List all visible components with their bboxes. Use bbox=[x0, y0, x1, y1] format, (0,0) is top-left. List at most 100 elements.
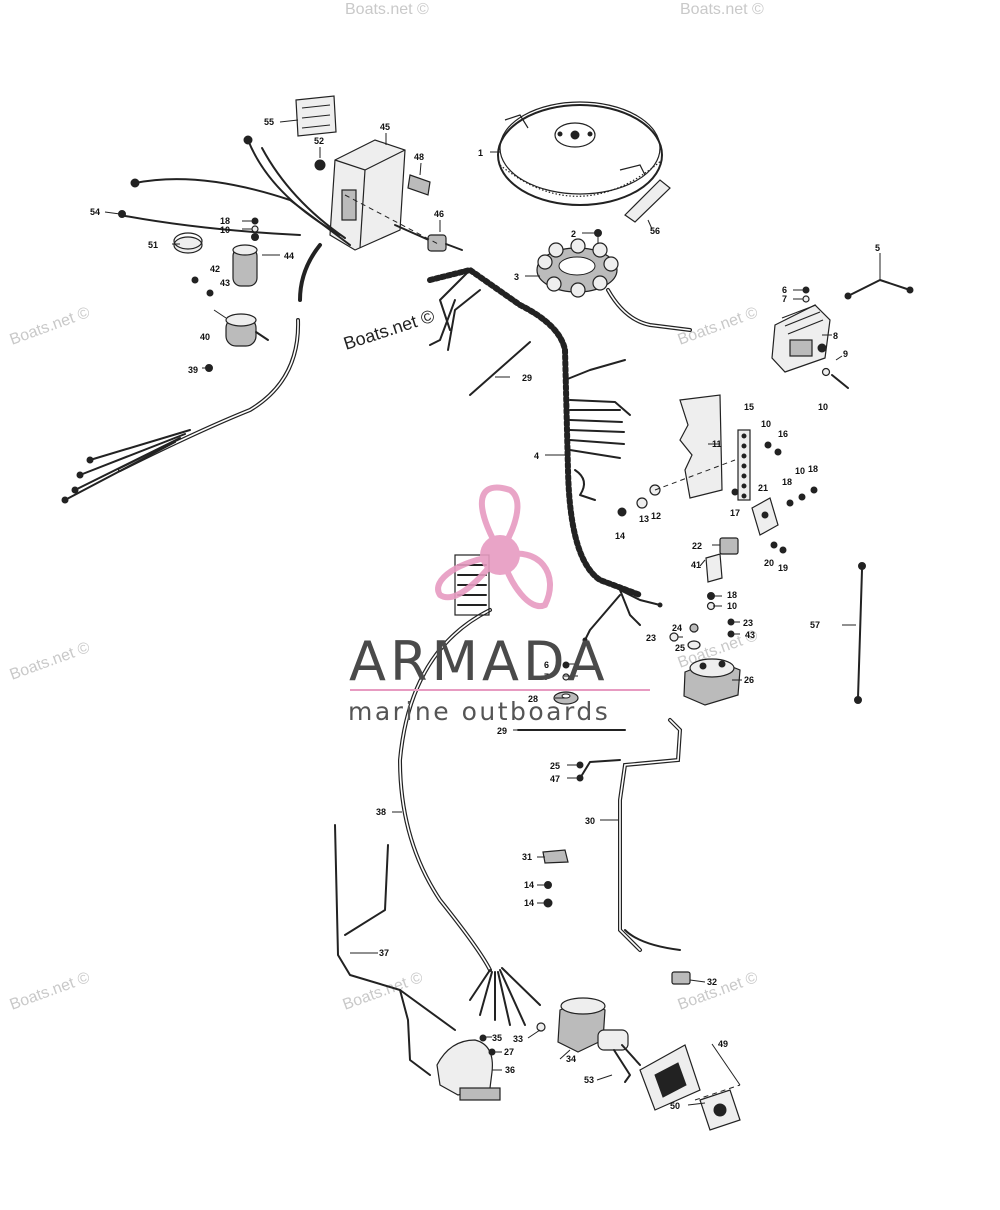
terminal-17 bbox=[731, 488, 739, 496]
callout-14: 14 bbox=[524, 898, 534, 908]
ground-lead-5 bbox=[844, 260, 914, 300]
ring-51 bbox=[173, 232, 203, 254]
callout-45: 45 bbox=[380, 122, 390, 132]
callout-14: 14 bbox=[615, 531, 625, 541]
watermark-text: Boats.net © bbox=[8, 304, 93, 349]
callout-46: 46 bbox=[434, 209, 444, 219]
rectifier-8 bbox=[771, 304, 831, 373]
washers-23-24-25 bbox=[669, 623, 701, 650]
screw-9-washer-10 bbox=[821, 367, 849, 389]
callout-21: 21 bbox=[758, 483, 768, 493]
callout-labels: 1 2 3 4 5 6 6 7 7 8 9 10 10 10 10 10 11 … bbox=[90, 117, 880, 1111]
plate-49 bbox=[639, 1044, 701, 1111]
hardware-25-47 bbox=[576, 761, 584, 782]
coil-44 bbox=[232, 244, 258, 287]
callout-33: 33 bbox=[513, 1034, 523, 1044]
callout-52: 52 bbox=[314, 136, 324, 146]
callout-34: 34 bbox=[566, 1054, 576, 1064]
callout-10: 10 bbox=[818, 402, 828, 412]
callout-23: 23 bbox=[646, 633, 656, 643]
armada-logo: ARMADA marine outboards bbox=[348, 484, 650, 726]
flywheel bbox=[497, 101, 663, 206]
key-switch-34 bbox=[557, 997, 629, 1053]
main-cable-38 bbox=[397, 608, 492, 972]
callout-22: 22 bbox=[692, 541, 702, 551]
callout-10: 10 bbox=[220, 225, 230, 235]
watermark-text: Boats.net © bbox=[345, 1, 429, 18]
callout-4: 4 bbox=[534, 451, 539, 461]
callout-28: 28 bbox=[528, 694, 538, 704]
lead-37 bbox=[334, 824, 456, 1076]
callout-19: 19 bbox=[778, 563, 788, 573]
callout-7: 7 bbox=[544, 672, 549, 682]
callout-2: 2 bbox=[571, 229, 576, 239]
cable-57 bbox=[854, 562, 866, 704]
callout-6: 6 bbox=[782, 285, 787, 295]
callout-39: 39 bbox=[188, 365, 198, 375]
callout-31: 31 bbox=[522, 852, 532, 862]
screw-52 bbox=[314, 159, 326, 171]
propeller-icon bbox=[435, 484, 553, 610]
callout-24: 24 bbox=[672, 623, 682, 633]
watermark-text: Boats.net © bbox=[680, 1, 764, 18]
callout-48: 48 bbox=[414, 152, 424, 162]
callout-14: 14 bbox=[524, 880, 534, 890]
boot-22 bbox=[719, 537, 739, 555]
callout-10: 10 bbox=[795, 466, 805, 476]
callout-29: 29 bbox=[522, 373, 532, 383]
callout-25: 25 bbox=[675, 643, 685, 653]
decal-55 bbox=[295, 95, 337, 137]
watermark-text: Boats.net © bbox=[676, 304, 761, 349]
callout-26: 26 bbox=[744, 675, 754, 685]
battery-cable-harness bbox=[61, 243, 322, 504]
callout-18: 18 bbox=[782, 477, 792, 487]
bolt-23-43 bbox=[727, 618, 735, 638]
callout-32: 32 bbox=[707, 977, 717, 987]
screws-19-20 bbox=[770, 541, 787, 554]
callout-10: 10 bbox=[761, 419, 771, 429]
callout-41: 41 bbox=[691, 560, 701, 570]
solenoid-40 bbox=[225, 313, 269, 347]
clamp-12-13 bbox=[636, 484, 661, 509]
callout-18: 18 bbox=[808, 464, 818, 474]
callout-57: 57 bbox=[810, 620, 820, 630]
screws-42-43 bbox=[191, 276, 214, 297]
switch-box-45 bbox=[329, 139, 406, 251]
plate-50 bbox=[699, 1089, 741, 1131]
callout-55: 55 bbox=[264, 117, 274, 127]
stator bbox=[536, 238, 692, 332]
flywheel-key bbox=[624, 179, 671, 223]
callout-15: 15 bbox=[744, 402, 754, 412]
callout-40: 40 bbox=[200, 332, 210, 342]
hardware-14-14 bbox=[543, 881, 553, 908]
callout-43: 43 bbox=[745, 630, 755, 640]
horn-36 bbox=[436, 1039, 501, 1101]
callout-27: 27 bbox=[504, 1047, 514, 1057]
callout-56: 56 bbox=[650, 226, 660, 236]
callout-11: 11 bbox=[712, 439, 722, 449]
plate-41 bbox=[705, 553, 723, 583]
callout-25: 25 bbox=[550, 761, 560, 771]
callout-43: 43 bbox=[220, 278, 230, 288]
relay-21 bbox=[751, 497, 779, 536]
cable-30 bbox=[581, 718, 683, 952]
callout-49: 49 bbox=[718, 1039, 728, 1049]
callout-12: 12 bbox=[651, 511, 661, 521]
callout-18: 18 bbox=[727, 590, 737, 600]
hardware-6-7 bbox=[802, 286, 810, 303]
isolator-28 bbox=[553, 691, 579, 705]
callout-44: 44 bbox=[284, 251, 294, 261]
callout-6: 6 bbox=[544, 660, 549, 670]
callout-51: 51 bbox=[148, 240, 158, 250]
screw-32 bbox=[671, 971, 691, 985]
boats-net-mark: Boats.net © bbox=[341, 306, 437, 354]
hardware-10-16-18 bbox=[764, 441, 818, 507]
stator-screw bbox=[594, 229, 602, 244]
bolt-46 bbox=[394, 224, 463, 252]
tie-strap-29-upper bbox=[469, 341, 531, 396]
callout-20: 20 bbox=[764, 558, 774, 568]
callout-35: 35 bbox=[492, 1033, 502, 1043]
main-harness bbox=[427, 266, 663, 643]
callout-18: 18 bbox=[220, 216, 230, 226]
